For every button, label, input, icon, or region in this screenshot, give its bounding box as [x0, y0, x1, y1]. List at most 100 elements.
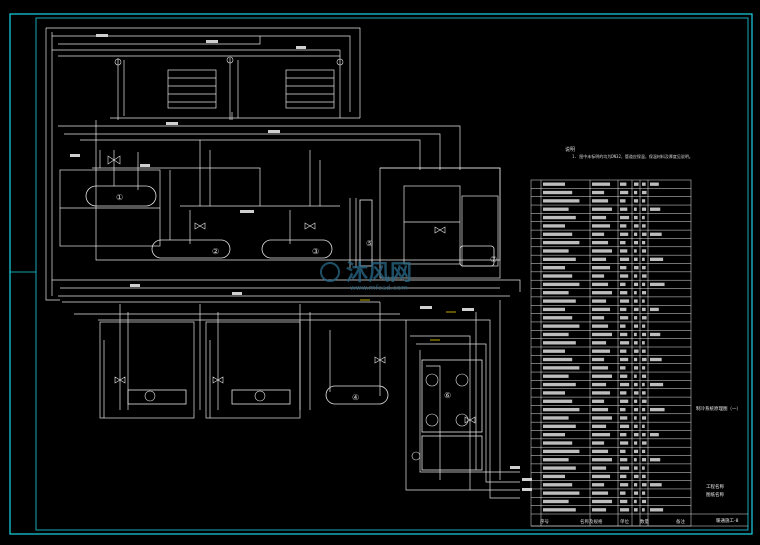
table-cell-mark [642, 483, 647, 487]
table-cell-mark [634, 357, 638, 362]
table-cell-mark [543, 207, 569, 211]
footer-label: 名称及规格 [580, 518, 603, 525]
drawing-number: 暖通施工-8 [716, 517, 739, 524]
table-cell-mark [642, 316, 647, 320]
table-cell-mark [620, 349, 627, 353]
table-cell-mark [592, 257, 607, 261]
table-cell-mark [592, 266, 611, 270]
table-cell-mark [634, 483, 638, 487]
table-cell-mark [650, 407, 665, 412]
table-cell-mark [634, 382, 638, 387]
compressor-1 [127, 389, 187, 405]
table-cell-mark [620, 357, 629, 362]
table-cell-mark [543, 249, 569, 253]
watermark-brand: 沐风网 [346, 261, 412, 286]
table-cell-mark [650, 508, 664, 512]
watermark-url: www.mfcad.com [350, 284, 408, 292]
table-cell-mark [642, 207, 647, 211]
table-cell-mark [634, 374, 637, 378]
receiver-vessel-right [261, 239, 333, 259]
table-cell-mark [620, 466, 630, 470]
table-cell-mark [543, 190, 573, 195]
table-cell-mark [592, 382, 607, 387]
level-indicator [359, 199, 373, 267]
table-cell-mark [620, 499, 628, 504]
table-cell-mark [543, 433, 565, 437]
watermark-logo-icon [320, 262, 340, 282]
table-cell-mark [592, 349, 611, 353]
table-cell-mark [592, 274, 605, 278]
oil-tank-vessel [459, 245, 495, 267]
equipment-table [530, 179, 692, 527]
watermark: 沐风网 www.mfcad.com [320, 261, 412, 292]
condenser-left [167, 69, 217, 109]
table-cell-mark [543, 341, 576, 345]
table-cell-mark [642, 291, 647, 295]
table-cell-mark [634, 433, 639, 437]
table-cell-mark [592, 199, 609, 203]
table-cell-mark [634, 466, 638, 470]
table-cell-mark [592, 391, 611, 395]
table-cell-mark [642, 357, 647, 362]
table-cell-mark [620, 274, 629, 278]
table-cell-mark [543, 374, 569, 378]
table-cell-mark [592, 307, 611, 312]
table-cell-mark [642, 215, 645, 220]
table-cell-mark [620, 240, 626, 245]
table-cell-mark [642, 341, 645, 345]
title-block-name: 制冷系统原理图（一） [696, 405, 741, 412]
table-cell-mark [620, 307, 627, 312]
table-cell-mark [620, 374, 628, 378]
table-cell-mark [543, 508, 576, 512]
piping-network [45, 27, 521, 499]
table-cell-mark [642, 199, 646, 203]
table-cell-mark [592, 474, 611, 479]
table-cell-mark [543, 349, 565, 353]
table-cell-mark [620, 316, 629, 320]
table-cell-mark [642, 366, 646, 370]
table-cell-mark [620, 232, 629, 236]
table-cell-mark [543, 257, 576, 261]
table-cell-mark [592, 449, 609, 454]
equipment-tag: ④ [352, 393, 359, 402]
table-cell-mark [642, 249, 647, 253]
accent-marks [360, 299, 456, 341]
footer-label: 单位 [620, 518, 629, 525]
evaporator-vessel-2 [421, 435, 483, 471]
intercooler-vessel [325, 385, 389, 405]
table-cell-mark [634, 499, 637, 504]
table-cell-mark [650, 332, 661, 337]
equipment-tag: ② [212, 247, 219, 256]
table-cell-mark [642, 474, 646, 479]
footer-label: 备注 [676, 518, 685, 525]
table-cell-mark [650, 382, 664, 387]
table-cell-mark [543, 324, 580, 328]
table-cell-mark [634, 332, 637, 337]
table-cell-mark [642, 266, 646, 270]
table-cell-mark [634, 391, 639, 395]
equipment-tag: ⑥ [444, 391, 451, 400]
table-cell-mark [620, 407, 626, 412]
table-cell-mark [592, 224, 611, 228]
table-cell-mark [634, 274, 638, 278]
table-cell-mark [642, 458, 647, 462]
table-cell-mark [592, 341, 607, 345]
table-cell-mark [543, 299, 576, 303]
table-cell-mark [620, 332, 628, 337]
table-cell-mark [642, 382, 645, 387]
table-cell-mark [620, 391, 627, 395]
table-cell-mark [642, 508, 645, 512]
table-cell-mark [620, 215, 630, 220]
table-cell-mark [650, 307, 659, 312]
table-cell-mark [634, 257, 638, 261]
note-line: 1. 图中未标明的均为DN32，管道应保温，保温材料及厚度见说明。 [572, 153, 693, 159]
table-cell-mark [642, 491, 646, 495]
table-cell-mark [634, 215, 638, 220]
table-cell-mark [592, 316, 605, 320]
receiver-vessel-left [151, 239, 231, 259]
condenser-right [285, 69, 335, 109]
table-cell-mark [642, 407, 646, 412]
table-cell-mark [543, 491, 580, 495]
